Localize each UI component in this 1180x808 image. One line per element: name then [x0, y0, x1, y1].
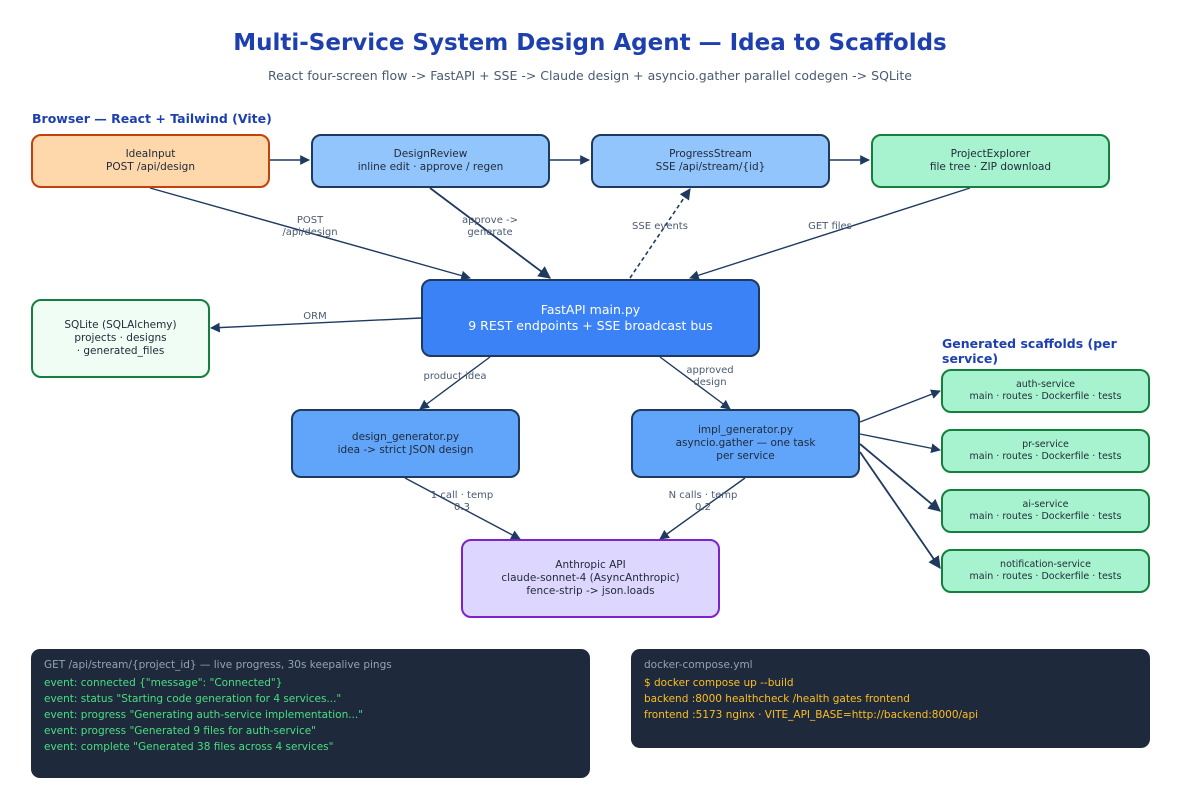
node-service-pr[interactable]: pr-service main · routes · Dockerfile · … — [941, 429, 1150, 473]
node-title: IdeaInput — [125, 148, 176, 160]
node-service-notification[interactable]: notification-service main · routes · Doc… — [941, 549, 1150, 593]
node-line: impl_generator.py — [697, 424, 794, 436]
service-name: auth-service — [1015, 379, 1076, 390]
edge-impl-to-ai-service — [859, 443, 941, 512]
section-scaffolds-line-2: service) — [942, 351, 999, 366]
service-name: pr-service — [1022, 439, 1069, 450]
node-line: fence-strip -> json.loads — [526, 585, 655, 597]
compose-line: backend :8000 healthcheck /health gates … — [644, 693, 910, 705]
page-subtitle: React four-screen flow -> FastAPI + SSE … — [268, 68, 912, 83]
node-impl-generator[interactable]: impl_generator.py asyncio.gather — one t… — [631, 409, 860, 478]
compose-terminal-panel: docker-compose.yml $ docker compose up -… — [631, 649, 1150, 748]
node-title: ProjectExplorer — [950, 148, 1031, 160]
compose-panel-header: docker-compose.yml — [644, 659, 753, 671]
service-name: ai-service — [1022, 499, 1069, 510]
edge-impl-gen-to-anthropic — [659, 477, 746, 540]
edge-label-line: /api/design — [282, 227, 338, 238]
edge-label-sse-events: SSE events — [632, 221, 688, 233]
node-line: per service — [716, 450, 775, 462]
node-line: design_generator.py — [351, 430, 460, 443]
page-title: Multi-Service System Design Agent — Idea… — [233, 30, 947, 56]
stream-event-line: event: complete "Generated 38 files acro… — [44, 741, 334, 753]
node-idea-input[interactable]: IdeaInput POST /api/design — [31, 134, 270, 188]
edge-label-post-design: POST /api/design — [282, 215, 337, 239]
edge-label-line: 0.3 — [454, 502, 470, 513]
edge-label-line: design — [693, 377, 727, 388]
edge-label-line: product idea — [423, 371, 487, 382]
stream-event-line: event: status "Starting code generation … — [44, 693, 342, 705]
node-line: projects · designs — [74, 332, 167, 344]
node-progress-stream[interactable]: ProgressStream SSE /api/stream/{id} — [591, 134, 830, 188]
edge-label-approved-design: approved design — [686, 365, 733, 389]
section-browser-label: Browser — React + Tailwind (Vite) — [32, 111, 272, 126]
stream-event-line: event: progress "Generating auth-service… — [44, 709, 364, 721]
edge-fastapi-to-progress — [629, 188, 691, 279]
edge-label-get-files: GET files — [808, 221, 852, 233]
edge-label-line: GET files — [808, 221, 852, 232]
node-design-review[interactable]: DesignReview inline edit · approve / reg… — [311, 134, 550, 188]
node-line: · generated_files — [76, 345, 165, 357]
edge-label-line: 0.2 — [695, 502, 711, 513]
section-scaffolds-line-1: Generated scaffolds (per — [942, 336, 1117, 351]
edge-label-line: generate — [467, 227, 513, 238]
edge-review-to-fastapi — [429, 187, 552, 279]
service-detail: main · routes · Dockerfile · tests — [969, 391, 1122, 402]
edge-fastapi-to-sqlite — [210, 317, 422, 333]
service-detail: main · routes · Dockerfile · tests — [969, 571, 1122, 582]
edge-label-line: approve -> — [461, 215, 519, 226]
edge-label-line: POST — [296, 215, 324, 226]
stream-event-line: event: progress "Generated 9 files for a… — [44, 725, 317, 737]
stream-terminal-panel: GET /api/stream/{project_id} — live prog… — [31, 649, 590, 778]
edge-label-line: approved — [686, 365, 734, 376]
edge-label-product-idea: product idea — [423, 371, 486, 383]
edge-fastapi-to-impl-gen — [659, 356, 731, 410]
service-detail: main · routes · Dockerfile · tests — [969, 451, 1122, 462]
edge-label-orm: ORM — [303, 311, 326, 323]
edge-label-n-calls: N calls · temp 0.2 — [669, 490, 738, 514]
node-sqlite[interactable]: SQLite (SQLAlchemy) projects · designs ·… — [31, 299, 210, 378]
node-line: asyncio.gather — one task — [675, 437, 816, 449]
section-scaffolds-label: Generated scaffolds (per service) — [942, 336, 1117, 366]
edge-label-one-call: 1 call · temp 0.3 — [431, 490, 493, 514]
node-subtitle: file tree · ZIP download — [929, 161, 1052, 173]
node-line: claude-sonnet-4 (AsyncAnthropic) — [501, 572, 680, 584]
service-name: notification-service — [1000, 559, 1091, 570]
edge-label-line: SSE events — [632, 221, 688, 232]
node-line: FastAPI main.py — [540, 302, 641, 317]
node-fastapi[interactable]: FastAPI main.py 9 REST endpoints + SSE b… — [421, 279, 760, 357]
edge-label-line: N calls · temp — [668, 490, 738, 501]
service-detail: main · routes · Dockerfile · tests — [969, 511, 1122, 522]
node-service-auth[interactable]: auth-service main · routes · Dockerfile … — [941, 369, 1150, 413]
node-subtitle: SSE /api/stream/{id} — [655, 161, 766, 173]
node-title: DesignReview — [393, 148, 468, 160]
edge-impl-to-pr-service — [859, 433, 941, 454]
node-line: SQLite (SQLAlchemy) — [64, 319, 177, 331]
node-line: 9 REST endpoints + SSE broadcast bus — [468, 318, 713, 333]
edge-label-line: ORM — [303, 311, 327, 322]
node-design-generator[interactable]: design_generator.py idea -> strict JSON … — [291, 409, 520, 478]
node-project-explorer[interactable]: ProjectExplorer file tree · ZIP download — [871, 134, 1110, 188]
edge-impl-to-auth-service — [859, 389, 941, 423]
node-service-ai[interactable]: ai-service main · routes · Dockerfile · … — [941, 489, 1150, 533]
node-subtitle: inline edit · approve / regen — [357, 161, 504, 173]
compose-line: $ docker compose up --build — [644, 677, 794, 689]
node-line: Anthropic API — [555, 559, 626, 571]
compose-line: frontend :5173 nginx · VITE_API_BASE=htt… — [644, 709, 979, 721]
edge-explorer-to-fastapi — [689, 187, 971, 280]
node-line: idea -> strict JSON design — [337, 443, 474, 456]
edge-label-line: 1 call · temp — [430, 490, 494, 501]
edge-fastapi-to-design-gen — [419, 356, 491, 410]
edge-idea-to-fastapi — [149, 187, 471, 281]
node-title: ProgressStream — [669, 148, 752, 160]
edge-impl-to-notification-service — [859, 451, 941, 570]
node-subtitle: POST /api/design — [106, 161, 195, 173]
edge-design-gen-to-anthropic — [404, 477, 521, 540]
stream-event-line: event: connected {"message": "Connected"… — [44, 677, 283, 689]
node-anthropic-api[interactable]: Anthropic API claude-sonnet-4 (AsyncAnth… — [461, 539, 720, 618]
stream-panel-header: GET /api/stream/{project_id} — live prog… — [44, 659, 392, 671]
edge-label-approve: approve -> generate — [462, 215, 518, 239]
